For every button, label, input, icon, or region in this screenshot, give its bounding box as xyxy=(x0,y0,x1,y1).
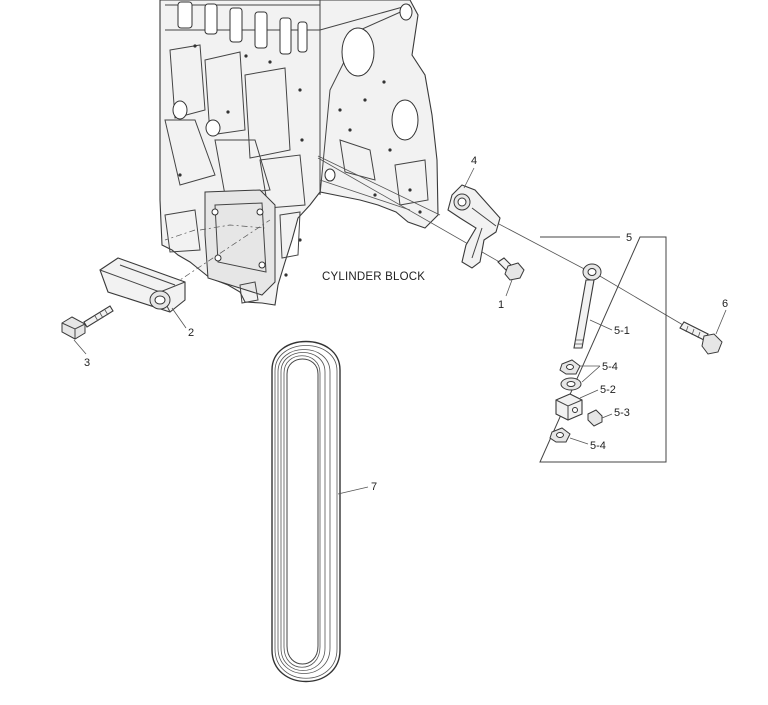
callout-5-3: 5-3 xyxy=(614,407,630,419)
cylinder-block xyxy=(159,0,439,306)
callout-2: 2 xyxy=(188,327,194,339)
callout-5-2: 5-2 xyxy=(600,384,616,396)
bracket-part-4 xyxy=(447,167,501,269)
callout-3: 3 xyxy=(84,357,90,369)
belt-part-7 xyxy=(271,340,369,683)
callout-labels: CYLINDER BLOCK 1 2 3 4 5 5-1 5-2 5-3 5-4… xyxy=(84,155,728,493)
callout-6: 6 xyxy=(722,298,728,310)
callout-1: 1 xyxy=(498,299,504,311)
bolt-part-1 xyxy=(497,257,525,297)
part-5-group xyxy=(539,236,667,463)
callout-5-4-lower: 5-4 xyxy=(590,440,606,452)
callout-5: 5 xyxy=(626,232,632,244)
callout-7: 7 xyxy=(371,481,377,493)
callout-4: 4 xyxy=(471,155,477,167)
callout-5-1: 5-1 xyxy=(614,325,630,337)
cylinder-block-label: CYLINDER BLOCK xyxy=(322,271,425,283)
bolt-part-6 xyxy=(679,309,727,355)
bolt-part-3 xyxy=(61,305,114,355)
tensioner-part-2 xyxy=(99,257,187,329)
callout-5-4-upper: 5-4 xyxy=(602,361,618,373)
